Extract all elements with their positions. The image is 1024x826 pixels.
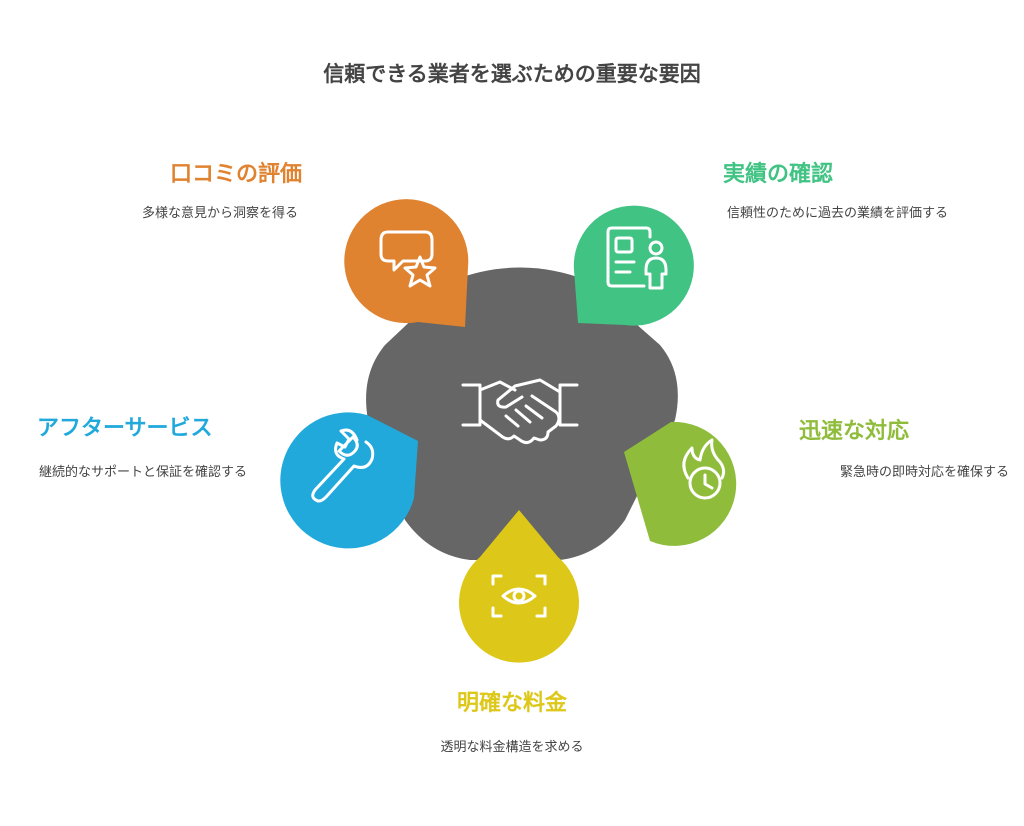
after-service-heading: アフターサービス [37,416,213,441]
track-record-drop [573,205,694,326]
profile-card-icon [606,226,668,290]
reviews-heading: 口コミの評価 [170,162,303,187]
pricing-drop [458,510,579,663]
reviews-desc: 多様な意見から洞察を得る [142,206,299,221]
track-record-desc: 信頼性のために過去の業績を評価する [726,206,948,221]
chat-star-icon [379,230,437,288]
after-service-drop [280,412,418,549]
fast-response-drop [624,421,737,546]
fast-response-desc: 緊急時の即時対応を確保する [839,465,1009,480]
wrench-icon [311,428,375,503]
reviews-drop [344,199,469,327]
pricing-heading: 明確な料金 [456,691,567,716]
handshake-icon [461,378,579,445]
eye-frame-icon [491,574,547,618]
track-record-heading: 実績の確認 [723,162,834,187]
after-service-desc: 継続的なサポートと保証を確認する [38,465,247,480]
fast-response-heading: 迅速な対応 [799,419,910,444]
pricing-desc: 透明な料金構造を求める [440,740,584,755]
fire-clock-icon [682,438,726,500]
page-title: 信頼できる業者を選ぶための重要な要因 [323,62,701,86]
